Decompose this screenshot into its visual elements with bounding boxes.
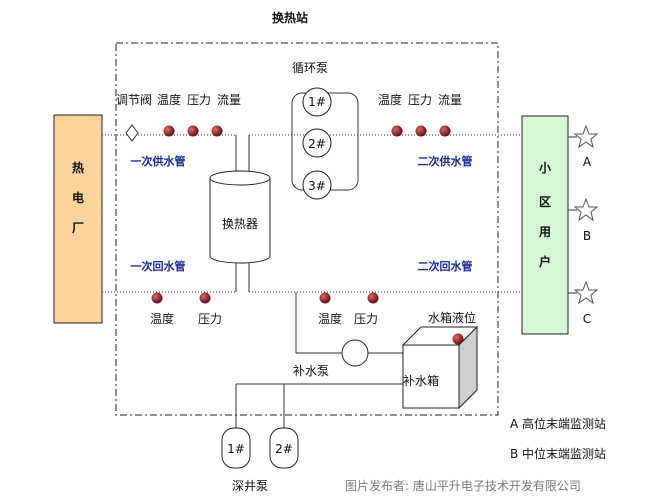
tank-level-sensor xyxy=(452,333,464,345)
deep-well-pump-label: 深井泵 xyxy=(232,479,268,493)
primary-return-pipe-label: 一次回水管 xyxy=(131,259,186,273)
primary-return-pressure-sensor xyxy=(199,292,211,304)
deep-well-pump-2-label: 2# xyxy=(275,442,293,456)
primary-return-pressure-label: 压力 xyxy=(198,312,222,326)
makeup-pump-icon xyxy=(341,339,369,367)
power-plant-box xyxy=(53,114,103,324)
legend-station-b: B 中位末端监测站 xyxy=(510,446,606,461)
heat-exchanger xyxy=(209,170,271,264)
station-boundary xyxy=(115,42,499,416)
secondary-return-temp-sensor xyxy=(319,292,331,304)
monitor-station-c-icon xyxy=(573,280,599,305)
secondary-supply-pipe-label: 二次供水管 xyxy=(418,154,473,168)
secondary-return-pressure-label: 压力 xyxy=(354,312,378,326)
community-label-1: 小 xyxy=(539,160,551,175)
primary-supply-pressure-sensor xyxy=(187,125,199,137)
makeup-tank xyxy=(401,325,479,410)
secondary-return-temp-label: 温度 xyxy=(318,311,342,326)
circulation-pump-1 xyxy=(302,87,332,117)
diagram-title: 换热站 xyxy=(272,10,308,25)
secondary-return-pipe-label: 二次回水管 xyxy=(418,259,473,273)
monitor-station-a-label: A xyxy=(583,155,592,169)
power-plant-label-1: 热 xyxy=(72,160,84,175)
circulation-pump-3-label: 3# xyxy=(308,179,326,193)
deep-well-pump-1 xyxy=(221,427,251,469)
secondary-supply-pressure-label: 压力 xyxy=(408,93,432,107)
regulating-valve-icon xyxy=(125,124,139,142)
primary-supply-flow-sensor xyxy=(211,125,223,137)
primary-supply-pressure-label: 压力 xyxy=(187,93,211,107)
tank-level-label: 水箱液位 xyxy=(428,310,476,325)
primary-return-temp-sensor xyxy=(151,292,163,304)
secondary-return-pressure-sensor xyxy=(367,292,379,304)
community-users-box xyxy=(521,115,569,335)
regulating-valve-label: 调节阀 xyxy=(116,93,152,107)
secondary-supply-temp-sensor xyxy=(391,125,403,137)
secondary-supply-flow-sensor xyxy=(439,125,451,137)
secondary-supply-pressure-sensor xyxy=(415,125,427,137)
circulation-pump-1-label: 1# xyxy=(308,95,326,109)
circulation-pump-label: 循环泵 xyxy=(292,61,328,75)
community-label-4: 户 xyxy=(539,254,551,269)
circulation-pump-3 xyxy=(302,170,332,200)
community-label-3: 用 xyxy=(538,225,551,239)
deep-well-pump-2 xyxy=(269,427,299,469)
power-plant-label-2: 电 xyxy=(72,190,84,205)
primary-supply-pipe-label: 一次供水管 xyxy=(131,154,186,168)
deep-well-pump-1-label: 1# xyxy=(227,442,245,456)
primary-supply-temp-sensor xyxy=(163,125,175,137)
secondary-supply-temp-label: 温度 xyxy=(378,92,402,107)
watermark: 图片发布者: 唐山平升电子技术开发有限公司 xyxy=(345,478,581,493)
heat-exchanger-label: 换热器 xyxy=(222,217,258,231)
legend-station-a: A 高位末端监测站 xyxy=(510,416,606,431)
primary-supply-temp-label: 温度 xyxy=(157,92,181,107)
community-label-2: 区 xyxy=(539,195,551,209)
primary-supply-flow-label: 流量 xyxy=(217,93,241,107)
monitor-station-c-label: C xyxy=(583,312,591,326)
power-plant-label-3: 厂 xyxy=(72,221,84,235)
monitor-station-b-icon xyxy=(573,197,599,222)
primary-return-temp-label: 温度 xyxy=(150,311,174,326)
monitor-station-a-icon xyxy=(573,124,599,149)
monitor-station-b-label: B xyxy=(583,229,591,243)
circulation-pump-2 xyxy=(302,128,332,158)
makeup-pump-label: 补水泵 xyxy=(293,364,329,378)
secondary-supply-flow-label: 流量 xyxy=(438,93,462,107)
circulation-pump-2-label: 2# xyxy=(308,137,326,151)
makeup-tank-label: 补水箱 xyxy=(403,373,439,388)
